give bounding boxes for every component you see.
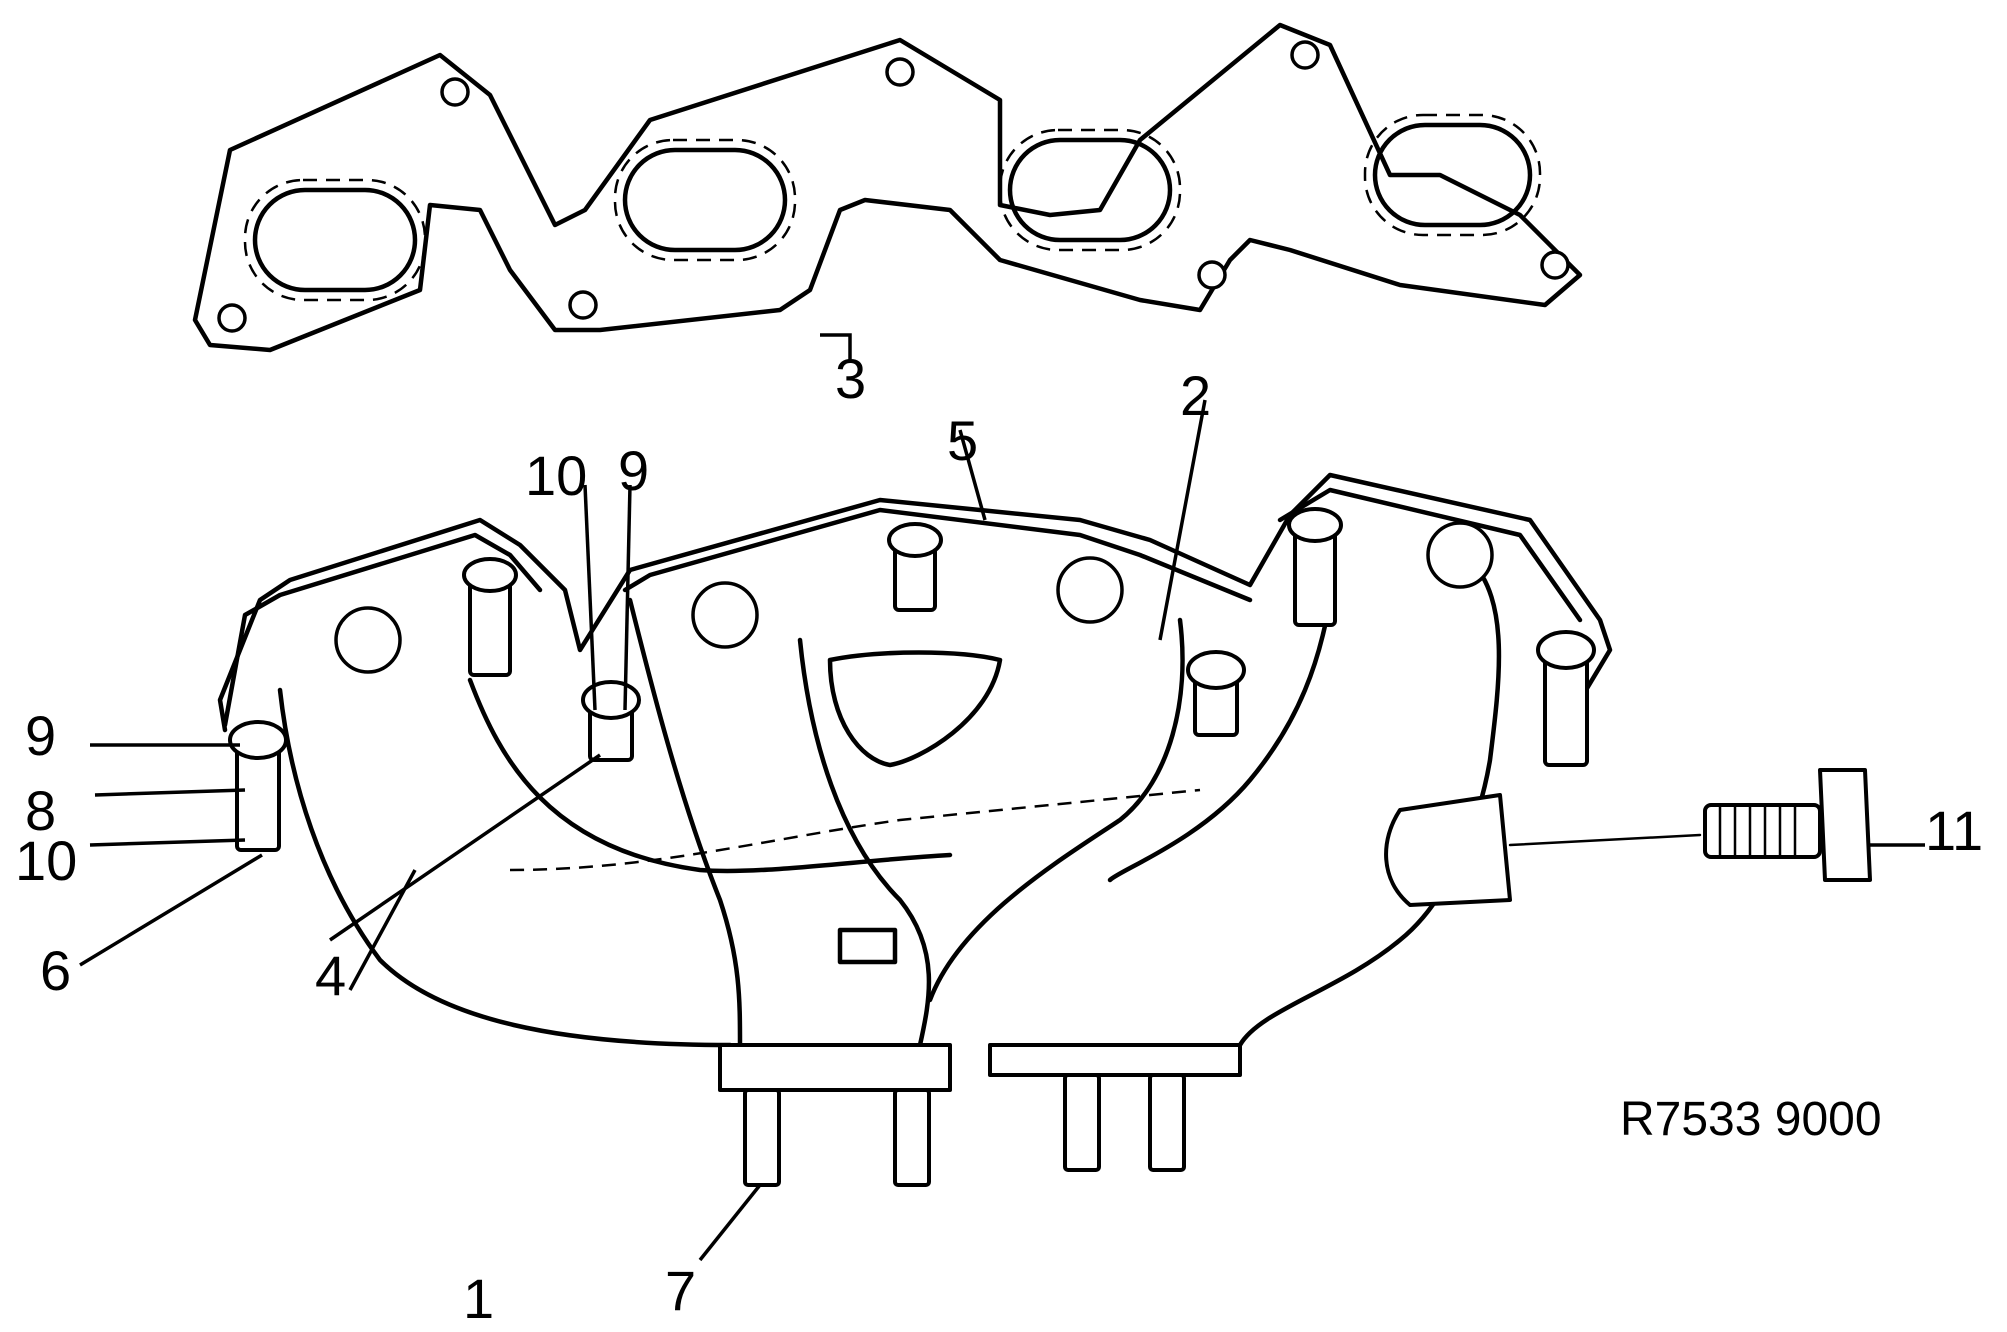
callout-1: 1 (463, 1267, 494, 1330)
callout-10-mid: 10 (525, 444, 587, 507)
oxygen-sensor-boss (1384, 793, 1702, 907)
callout-10-left: 10 (15, 829, 77, 892)
reference-code: R7533 9000 (1620, 1093, 1882, 1146)
callout-6: 6 (40, 939, 71, 1002)
callout-3: 3 (835, 347, 866, 410)
bolt-11 (1703, 768, 1872, 882)
callout-4: 4 (315, 944, 346, 1007)
callout-9-left: 9 (25, 704, 56, 767)
callout-11: 11 (1925, 799, 1983, 862)
callout-9-mid: 9 (618, 439, 649, 502)
leader-lines (79, 333, 1925, 1262)
manifold-flange (217, 472, 1613, 733)
manifold-runners (277, 557, 1502, 1092)
manifold-gasket (192, 22, 1583, 353)
callout-5: 5 (947, 409, 978, 472)
callout-labels: 1 2 3 4 5 6 7 8 9 9 10 10 11 (15, 347, 1983, 1330)
callout-2: 2 (1180, 364, 1211, 427)
callout-8: 8 (25, 779, 56, 842)
callout-7: 7 (665, 1259, 696, 1322)
